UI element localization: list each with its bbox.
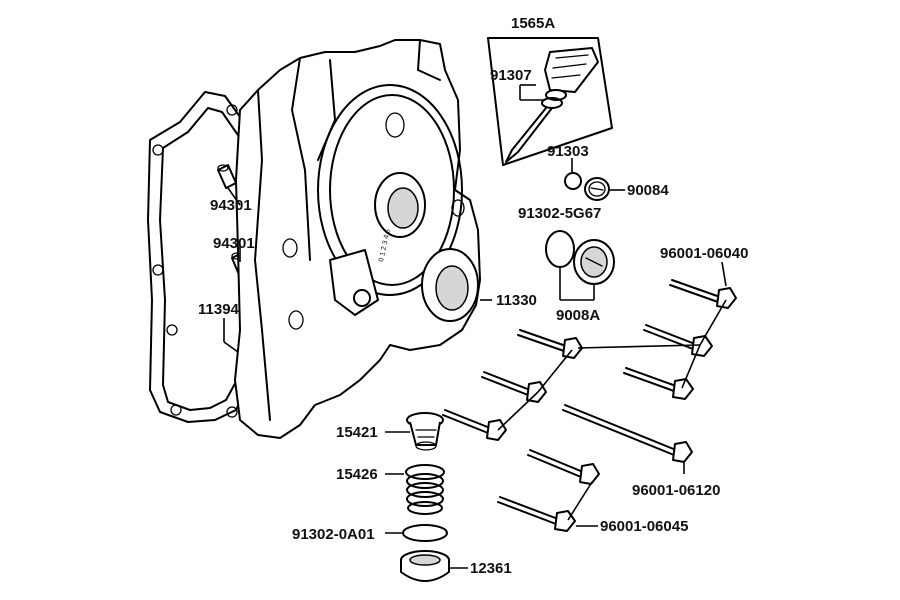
leader-lines [223,84,727,569]
label-91307: 91307 [490,67,532,84]
label-91302-0A01: 91302-0A01 [292,526,375,543]
label-11330: 11330 [496,292,537,309]
label-96001-06045: 96001-06045 [600,518,688,535]
crankcase-cover: 0 1 2 3 4 5 [234,39,481,439]
o-ring-large [545,230,575,268]
label-12361: 12361 [470,560,512,577]
label-15426: 15426 [336,466,378,483]
label-91302-5G67: 91302-5G67 [518,205,601,222]
label-91303: 91303 [547,143,589,160]
label-9008A: 9008A [556,307,600,324]
oil-strainer [406,412,444,451]
o-ring-drain [402,524,448,542]
o-ring-small [564,172,582,190]
label-96001-06040: 96001-06040 [660,245,748,262]
oil-plug-small [584,177,610,201]
spring [405,464,445,515]
bolt-group [442,279,737,532]
label-96001-06120: 96001-06120 [632,482,720,499]
oil-plug-large [573,239,615,285]
label-94301-lower: 94301 [213,235,255,252]
label-94301-upper: 94301 [210,197,252,214]
label-15421: 15421 [336,424,378,441]
part-labels: 1565A 91307 91303 90084 91302-5G67 9008A… [198,15,748,577]
label-11394: 11394 [198,301,240,318]
dowel-pin-upper [217,164,237,189]
dipstick-assembly [487,37,613,166]
drain-cap [400,550,450,582]
label-1565A: 1565A [511,15,555,32]
label-90084: 90084 [627,182,669,199]
